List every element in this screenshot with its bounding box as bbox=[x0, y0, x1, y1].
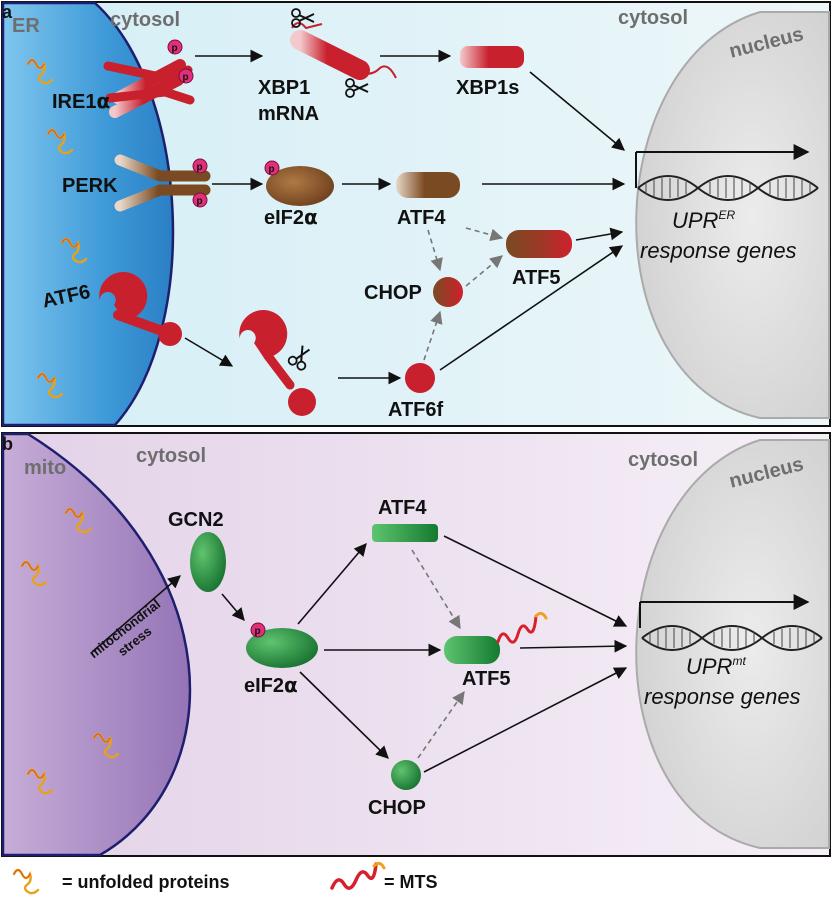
atf5-protein-a bbox=[506, 230, 572, 258]
mts-icon bbox=[496, 614, 538, 644]
atf4-protein-a bbox=[396, 172, 460, 198]
atf5-label-b: ATF5 bbox=[462, 668, 511, 690]
gcn2-protein bbox=[190, 532, 226, 592]
phospho-icon bbox=[178, 68, 194, 84]
upr-er-label: UPRER bbox=[672, 208, 735, 233]
upr-mt-label: UPRmt bbox=[686, 654, 746, 679]
nucleus-b bbox=[635, 439, 830, 849]
atf5-label-a: ATF5 bbox=[512, 267, 561, 289]
panel-b-label: b bbox=[2, 434, 13, 454]
atf6f-protein bbox=[405, 363, 435, 393]
mito-membrane bbox=[1, 432, 192, 857]
chop-protein-b bbox=[391, 760, 421, 790]
nucleus-a bbox=[635, 11, 830, 419]
unfolded-protein-icon bbox=[12, 868, 40, 895]
atf5-protein-b bbox=[444, 636, 500, 664]
xbp1-label: XBP1 bbox=[258, 77, 310, 99]
arrows-b bbox=[221, 535, 628, 773]
panel-a-label: a bbox=[2, 2, 13, 22]
xbp1s-protein bbox=[460, 46, 524, 68]
eif2a-protein-b bbox=[246, 628, 318, 668]
svg-text:p: p bbox=[269, 164, 275, 175]
cytosol-label-a-left: cytosol bbox=[110, 9, 180, 31]
xbp1-mrna-label: mRNA bbox=[258, 103, 319, 125]
gcn2-label: GCN2 bbox=[168, 509, 224, 531]
perk-sensor: p p bbox=[114, 154, 211, 212]
eif2a-label-b: eIF2α bbox=[244, 673, 298, 697]
panel-a: a ER cytosol cytosol nucleus p p IRE1α p bbox=[1, 1, 831, 427]
response-genes-label-b: response genes bbox=[644, 684, 801, 709]
er-label: ER bbox=[12, 15, 40, 37]
eif2a-protein-a bbox=[266, 166, 334, 206]
svg-text:p: p bbox=[197, 162, 203, 173]
chop-protein-a bbox=[433, 277, 463, 307]
cytosol-label-a-right: cytosol bbox=[618, 7, 688, 29]
legend-mts: = MTS bbox=[384, 872, 438, 892]
mito-label: mito bbox=[24, 457, 66, 479]
response-genes-label-a: response genes bbox=[640, 238, 797, 263]
chop-label-a: CHOP bbox=[364, 282, 422, 304]
eif2a-label-a: eIF2α bbox=[264, 205, 318, 229]
phospho-icon bbox=[264, 160, 280, 176]
cytosol-label-b-right: cytosol bbox=[628, 449, 698, 471]
svg-text:p: p bbox=[183, 72, 189, 83]
stress-arrow bbox=[91, 575, 181, 653]
xbp1-mrna bbox=[290, 8, 397, 98]
mts-icon bbox=[330, 862, 378, 890]
svg-text:p: p bbox=[172, 43, 178, 54]
perk-label: PERK bbox=[62, 175, 118, 197]
atf4-protein-b bbox=[372, 524, 438, 542]
ire1-label: IRE1α bbox=[52, 89, 110, 113]
cytosol-label-b-left: cytosol bbox=[136, 445, 206, 467]
atf6f-label: ATF6f bbox=[388, 399, 444, 421]
panel-b: b mito cytosol cytosol nucleus mitochond… bbox=[1, 432, 831, 857]
atf4-label-a: ATF4 bbox=[397, 207, 446, 229]
svg-text:p: p bbox=[197, 196, 203, 207]
chop-label-b: CHOP bbox=[368, 797, 426, 819]
phospho-icon bbox=[167, 39, 183, 55]
atf6-cleaved bbox=[239, 310, 316, 416]
ire1-sensor: p p bbox=[103, 39, 195, 118]
legend: = unfolded proteins = MTS bbox=[12, 861, 438, 895]
phospho-icon bbox=[192, 158, 208, 174]
legend-unfolded: = unfolded proteins bbox=[62, 872, 230, 892]
arrows-a bbox=[184, 49, 626, 385]
svg-text:p: p bbox=[255, 626, 261, 637]
atf6-sensor bbox=[99, 272, 182, 346]
phospho-icon bbox=[250, 622, 266, 638]
xbp1s-label: XBP1s bbox=[456, 77, 519, 99]
phospho-icon bbox=[192, 192, 208, 208]
atf4-label-b: ATF4 bbox=[378, 497, 427, 519]
